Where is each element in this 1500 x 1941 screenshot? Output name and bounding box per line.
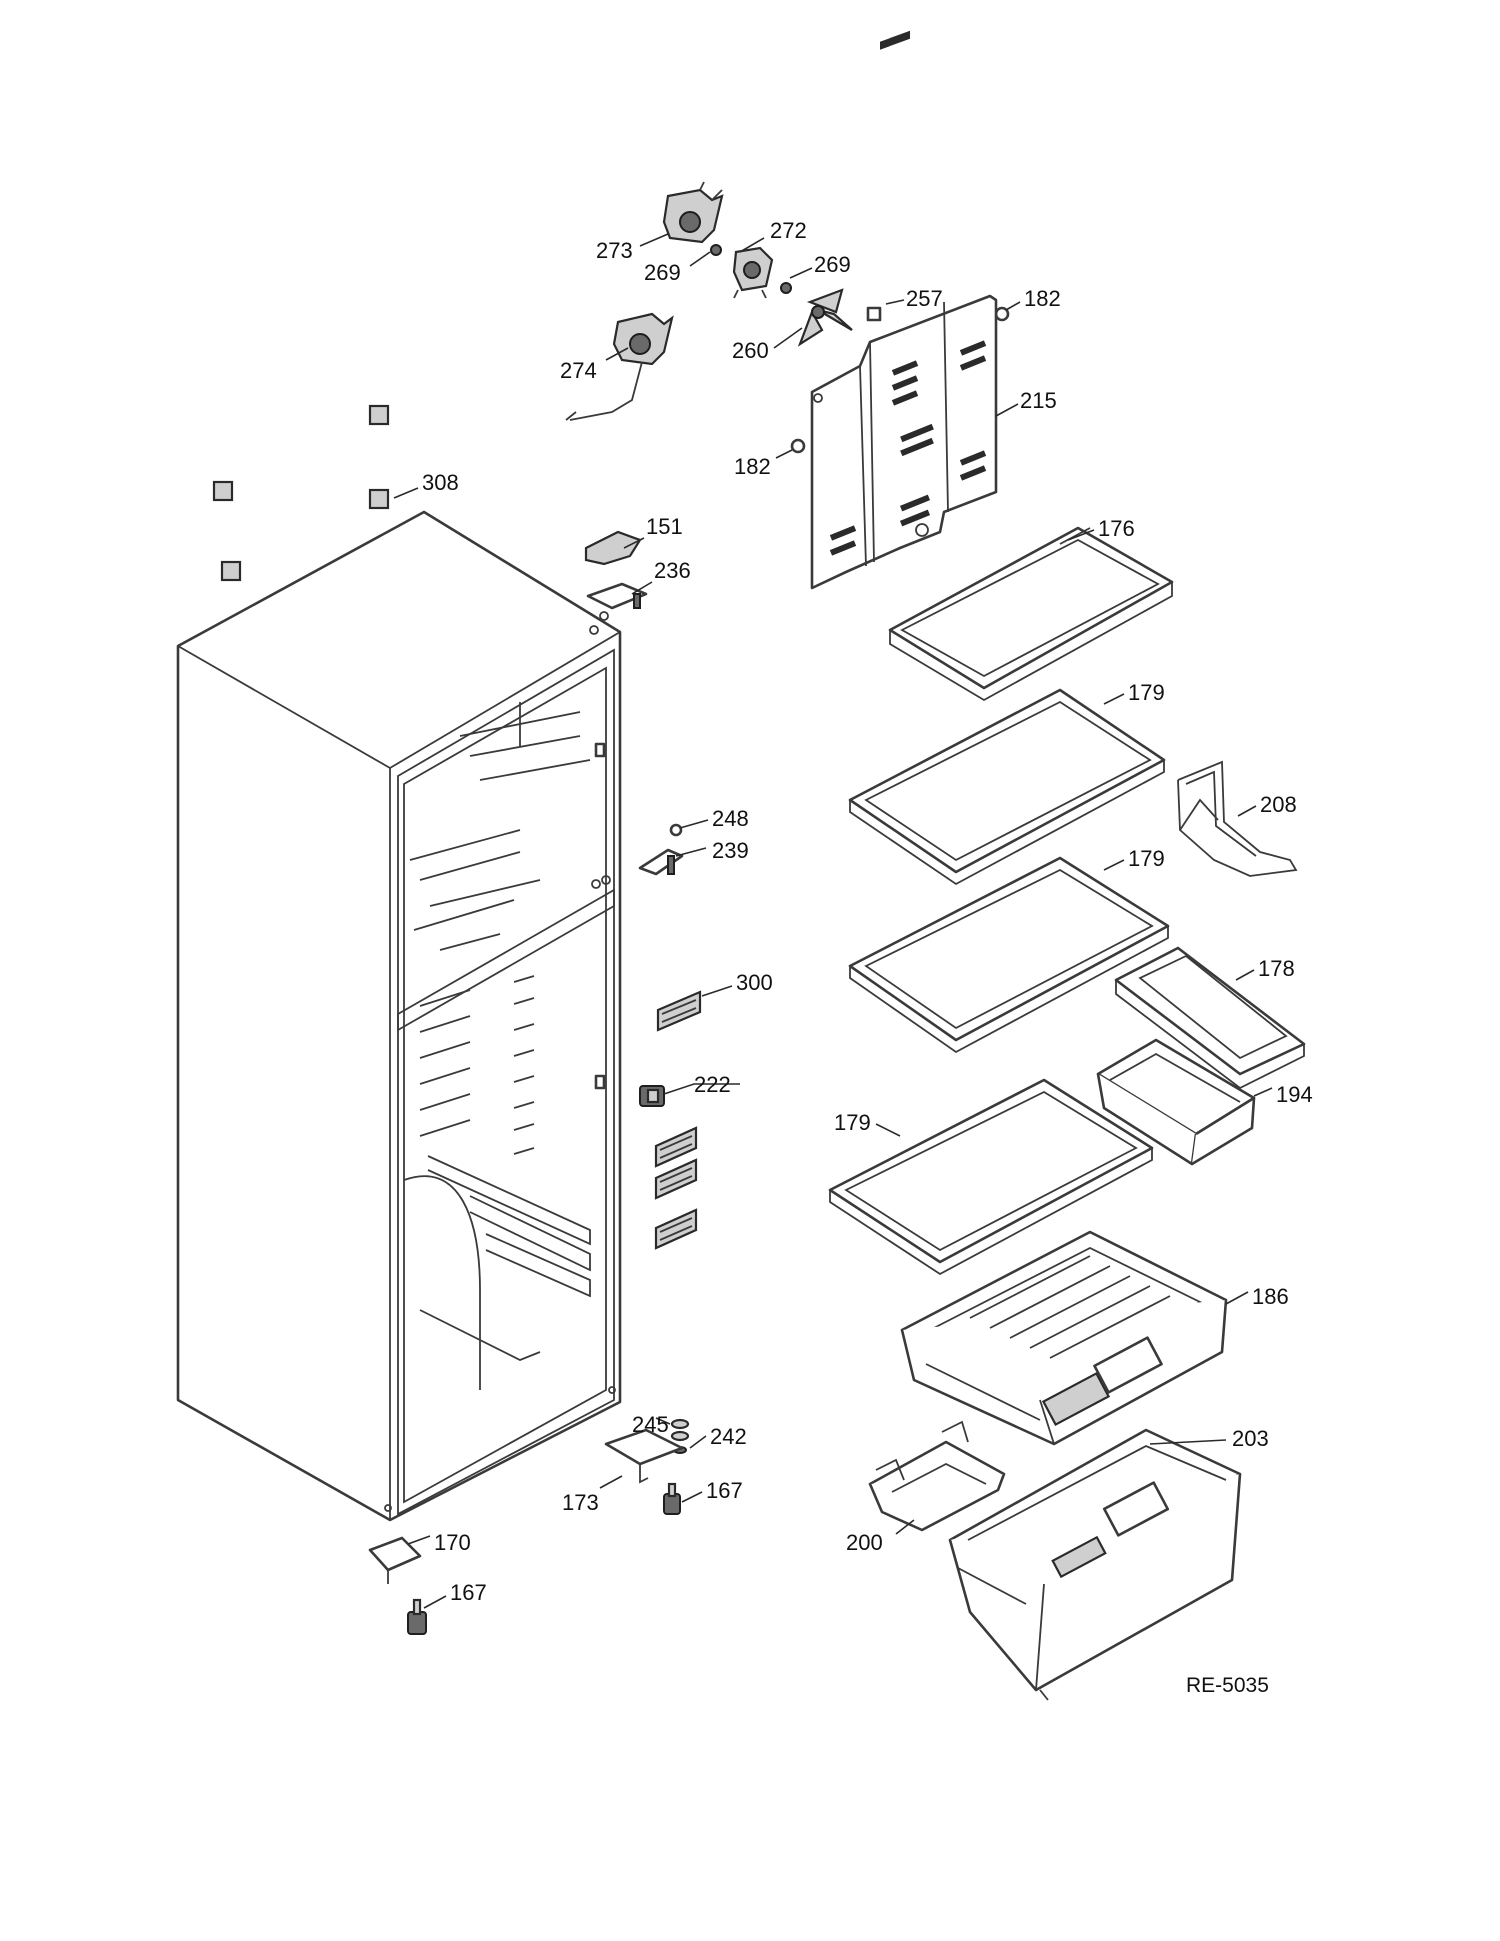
fan-motor-272[interactable] <box>732 246 774 299</box>
leveling-leg-167-right[interactable] <box>663 1482 681 1515</box>
clip-257[interactable] <box>866 306 882 322</box>
callout-272[interactable]: 272 <box>770 218 807 243</box>
callout-274[interactable]: 274 <box>560 358 597 383</box>
evaporator-cover-215[interactable] <box>810 30 998 590</box>
bracket-308-group[interactable] <box>212 404 390 582</box>
callout-151[interactable]: 151 <box>646 514 683 539</box>
glass-shelf-179-bottom[interactable] <box>828 1078 1154 1276</box>
callout-182-top[interactable]: 182 <box>1024 286 1061 311</box>
callout-200[interactable]: 200 <box>846 1530 883 1555</box>
callout-308[interactable]: 308 <box>422 470 459 495</box>
bottle-rack-208[interactable] <box>1177 760 1298 877</box>
air-vent-300[interactable] <box>656 990 702 1032</box>
bottom-hinge-173[interactable] <box>604 1428 684 1484</box>
washer-245[interactable] <box>670 1418 690 1442</box>
cap-182-side[interactable] <box>790 438 806 454</box>
callout-179-bottom[interactable]: 179 <box>834 1110 871 1135</box>
callout-245[interactable]: 245 <box>632 1412 669 1437</box>
callout-167-left[interactable]: 167 <box>450 1580 487 1605</box>
callout-194[interactable]: 194 <box>1276 1082 1313 1107</box>
egg-tray-178[interactable] <box>1114 946 1306 1090</box>
evaporator-cover-vents <box>829 340 987 556</box>
callout-257[interactable]: 257 <box>906 286 943 311</box>
callout-269-right[interactable]: 269 <box>814 252 851 277</box>
center-hinge-239[interactable] <box>638 848 684 876</box>
callout-236[interactable]: 236 <box>654 558 691 583</box>
cheese-drawer-194[interactable] <box>1096 1038 1256 1166</box>
switch-222[interactable] <box>639 1085 665 1107</box>
callout-273[interactable]: 273 <box>596 238 633 263</box>
callout-203[interactable]: 203 <box>1232 1426 1269 1451</box>
callout-176[interactable]: 176 <box>1098 516 1135 541</box>
callout-239[interactable]: 239 <box>712 838 749 863</box>
callout-222[interactable]: 222 <box>694 1072 731 1097</box>
grommet-269-right[interactable] <box>780 282 792 294</box>
glass-shelf-179-top[interactable] <box>848 688 1166 886</box>
callout-178[interactable]: 178 <box>1258 956 1295 981</box>
top-hinge-236[interactable] <box>586 582 648 610</box>
hinge-cover-151[interactable] <box>584 530 642 566</box>
callout-179-middle[interactable]: 179 <box>1128 846 1165 871</box>
callout-242[interactable]: 242 <box>710 1424 747 1449</box>
callout-186[interactable]: 186 <box>1252 1284 1289 1309</box>
reference-code: RE-5035 <box>1186 1674 1269 1697</box>
freezer-shelf-176[interactable] <box>888 526 1174 702</box>
callout-labels: 273 269 272 269 274 257 182 260 215 182 … <box>422 218 1313 1605</box>
callout-248[interactable]: 248 <box>712 806 749 831</box>
fan-motor-274[interactable] <box>565 312 674 421</box>
washer-248[interactable] <box>669 823 683 837</box>
glass-shelf-179-middle[interactable] <box>848 856 1170 1054</box>
fan-motor-273[interactable] <box>662 181 724 244</box>
callout-208[interactable]: 208 <box>1260 792 1297 817</box>
callout-269-left[interactable]: 269 <box>644 260 681 285</box>
callout-300[interactable]: 300 <box>736 970 773 995</box>
leader-lines <box>393 233 1273 1609</box>
callout-173[interactable]: 173 <box>562 1490 599 1515</box>
fan-blade-260[interactable] <box>797 288 853 347</box>
leveling-leg-167-left[interactable] <box>407 1598 427 1635</box>
callout-260[interactable]: 260 <box>732 338 769 363</box>
callout-179-top[interactable]: 179 <box>1128 680 1165 705</box>
small-bin-200[interactable] <box>868 1420 1006 1532</box>
refrigerator-cabinet <box>176 510 622 1522</box>
grommet-269-left[interactable] <box>710 244 722 256</box>
crisper-drawer-203[interactable] <box>948 1428 1242 1701</box>
hinge-bracket-170[interactable] <box>368 1536 422 1584</box>
shelf-stop-group[interactable] <box>654 1126 698 1250</box>
callout-182-side[interactable]: 182 <box>734 454 771 479</box>
callout-170[interactable]: 170 <box>434 1530 471 1555</box>
callout-215[interactable]: 215 <box>1020 388 1057 413</box>
crisper-cover-186[interactable] <box>900 1230 1228 1446</box>
callout-167-right[interactable]: 167 <box>706 1478 743 1503</box>
